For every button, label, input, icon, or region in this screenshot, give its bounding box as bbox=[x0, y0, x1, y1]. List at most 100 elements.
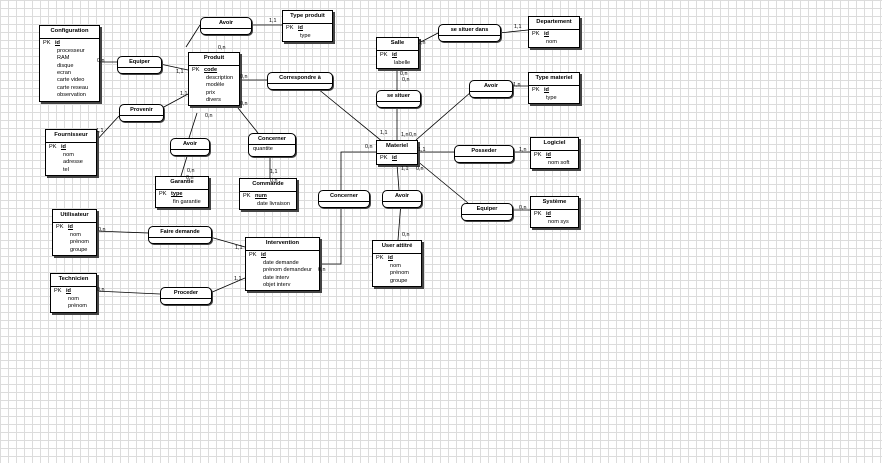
attribute-row: type bbox=[286, 33, 329, 40]
primary-key-attribute: code bbox=[204, 67, 218, 74]
cardinality-label: 1,1 bbox=[270, 169, 278, 175]
attribute-row: nom sys bbox=[534, 219, 575, 226]
association-avoir-type-produit[interactable]: Avoir bbox=[200, 17, 252, 35]
association-attribute: quantite bbox=[253, 146, 273, 152]
entity-title: Departement bbox=[529, 17, 579, 31]
association-avoir-garantie[interactable]: Avoir bbox=[170, 138, 210, 156]
cardinality-label: 1,1 bbox=[269, 18, 277, 24]
link-line bbox=[396, 163, 400, 191]
association-label: Concerner bbox=[319, 191, 369, 202]
association-attributes bbox=[171, 150, 209, 155]
pk-marker: PK bbox=[249, 252, 257, 259]
association-faire-demande[interactable]: Faire demande bbox=[148, 226, 212, 244]
cardinality-label: 0,n bbox=[416, 166, 424, 172]
cardinality-label: 0,n bbox=[270, 178, 278, 184]
cardinality-label: 1,n bbox=[519, 147, 527, 153]
association-equiper-config[interactable]: Equiper bbox=[117, 56, 162, 74]
entity-title: Technicien bbox=[51, 274, 96, 288]
pk-marker: PK bbox=[159, 191, 167, 198]
association-provenir[interactable]: Provenir bbox=[119, 104, 164, 122]
attribute-row: nom soft bbox=[534, 160, 575, 167]
link-line bbox=[498, 29, 529, 34]
association-label: Avoir bbox=[201, 18, 251, 29]
association-equiper-systeme[interactable]: Equiper bbox=[461, 203, 513, 221]
association-concerner-intervention[interactable]: Concerner bbox=[318, 190, 370, 208]
entity-title: Utilisateur bbox=[53, 210, 96, 224]
association-se-situer[interactable]: se situer bbox=[376, 90, 421, 108]
entity-title: Fournisseur bbox=[46, 130, 96, 144]
association-avoir-user[interactable]: Avoir bbox=[382, 190, 422, 208]
association-posseder[interactable]: Posseder bbox=[454, 145, 514, 163]
association-label: Posseder bbox=[455, 146, 513, 157]
association-label: Faire demande bbox=[149, 227, 211, 238]
pk-marker: PK bbox=[534, 211, 542, 218]
link-line bbox=[185, 24, 201, 48]
attribute: prix bbox=[206, 89, 216, 96]
pk-marker: PK bbox=[286, 25, 294, 32]
link-line bbox=[415, 91, 472, 141]
attribute: tel bbox=[63, 166, 69, 173]
cardinality-label: 0,n bbox=[240, 74, 248, 80]
attribute-row: prénom bbox=[54, 303, 93, 310]
entity-title: Produit bbox=[189, 53, 239, 67]
association-proceder[interactable]: Proceder bbox=[160, 287, 212, 305]
attribute: observation bbox=[57, 92, 86, 99]
cardinality-label: 1,1 bbox=[96, 128, 104, 134]
association-avoir-type-materiel[interactable]: Avoir bbox=[469, 80, 513, 98]
association-attributes bbox=[383, 202, 421, 207]
cardinality-label: 0,n bbox=[218, 45, 226, 51]
pk-marker: PK bbox=[376, 255, 384, 262]
link-line bbox=[237, 107, 259, 134]
entity-title: Salle bbox=[377, 38, 418, 52]
attribute-row: adresse bbox=[49, 159, 93, 166]
association-correspondre[interactable]: Correspondre à bbox=[267, 72, 333, 90]
attribute-row: disque bbox=[43, 63, 96, 70]
association-label: Correspondre à bbox=[268, 73, 332, 84]
association-se-situer-dans[interactable]: se situer dans bbox=[438, 24, 501, 42]
attribute-row: ecran bbox=[43, 70, 96, 77]
pk-marker: PK bbox=[54, 288, 62, 295]
attribute: prénom demandeur bbox=[263, 267, 312, 274]
link-line bbox=[415, 159, 469, 204]
cardinality-label: 0,n bbox=[318, 267, 326, 273]
attribute-row: groupe bbox=[56, 247, 93, 254]
attribute: divers bbox=[206, 96, 221, 103]
attribute-row: groupe bbox=[376, 278, 418, 285]
association-label: Avoir bbox=[470, 81, 512, 92]
primary-key-attribute: id bbox=[261, 252, 266, 259]
association-label: Provenir bbox=[120, 105, 163, 116]
association-attributes bbox=[462, 215, 512, 220]
association-label: Proceder bbox=[161, 288, 211, 299]
